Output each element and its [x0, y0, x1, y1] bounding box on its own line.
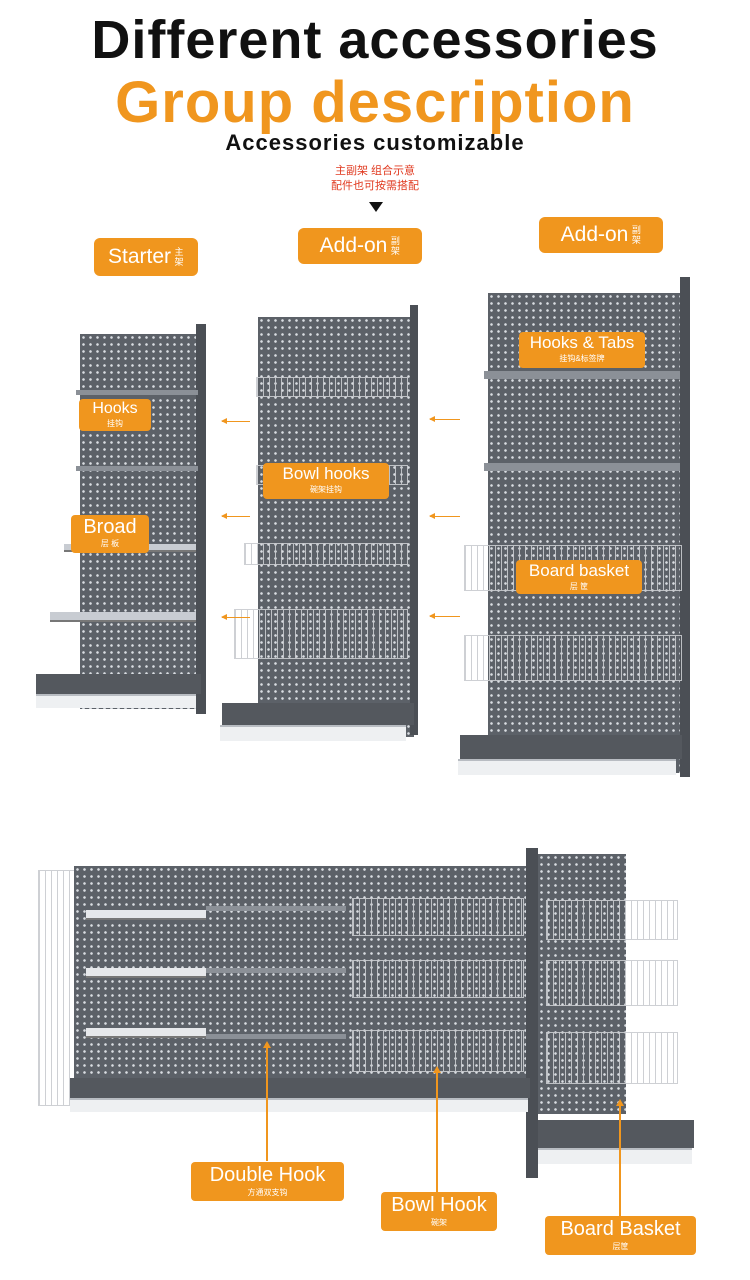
gondola-right-post	[526, 848, 538, 1178]
callout-hooks-en: Hooks	[92, 400, 138, 417]
down-arrow-icon	[369, 202, 383, 212]
arrow-left-icon	[429, 416, 460, 422]
starter-kickplate	[36, 694, 196, 708]
callout-hooks-cn: 挂钩	[107, 419, 123, 428]
callout-bowl-hooks: Bowl hooks 碗架挂钩	[263, 463, 389, 499]
tag-starter: Starter 主架	[94, 238, 198, 276]
gondola-bowl-rack-2	[352, 960, 524, 998]
gondola-board-basket-1	[546, 900, 678, 940]
tag-addon-2: Add-on 副架	[539, 217, 663, 253]
addon-2-kickplate	[458, 759, 676, 775]
starter-post	[196, 324, 206, 714]
arrow-left-icon	[429, 513, 460, 519]
label-board-basket-en: Board Basket	[560, 1218, 681, 1240]
tag-addon-1-side: 副架	[390, 236, 400, 256]
gondola-base	[70, 1078, 530, 1098]
label-board-basket: Board Basket 层筐	[545, 1216, 696, 1255]
label-bowl-hook: Bowl Hook 碗架	[381, 1192, 497, 1231]
addon-unit-1-illustration	[220, 303, 420, 771]
callout-hooks-tabs-cn: 挂钩&标签牌	[559, 354, 605, 363]
addon-1-post	[410, 305, 418, 735]
page-title: Different accessories	[91, 10, 659, 70]
gondola-double-hook-rail-2	[206, 968, 346, 973]
tag-addon-1-label: Add-on	[319, 234, 388, 257]
callout-board-basket-en: Board basket	[528, 561, 630, 580]
gondola-kickplate	[70, 1098, 528, 1112]
gondola-double-hook-rail-1	[206, 906, 346, 911]
callout-bowl-hooks-en: Bowl hooks	[282, 464, 370, 483]
label-bowl-hook-en: Bowl Hook	[391, 1194, 487, 1216]
arrow-left-icon	[429, 613, 460, 619]
callout-hooks-tabs-en: Hooks & Tabs	[529, 333, 635, 352]
tagline: Accessories customizable	[225, 130, 525, 155]
label-double-hook-cn: 方通双支钩	[247, 1188, 288, 1197]
note-line-1: 主副架 组合示意	[334, 165, 416, 177]
tag-starter-label: Starter	[107, 245, 172, 268]
tag-starter-side: 主架	[174, 247, 184, 267]
gondola-double-hook-rail-3	[206, 1034, 346, 1039]
gondola-board-basket-3	[546, 1032, 678, 1084]
addon-2-base	[460, 735, 682, 759]
tag-addon-2-side: 副架	[631, 225, 641, 245]
callout-hooks-tabs: Hooks & Tabs 挂钩&标签牌	[519, 332, 645, 368]
callout-broad: Broad 层 板	[71, 515, 149, 553]
callout-bowl-hooks-cn: 碗架挂钩	[310, 485, 342, 494]
pointer-bowl-hook	[433, 1066, 441, 1192]
gondola-shelf-1	[86, 910, 206, 920]
callout-board-basket: Board basket 层 筐	[516, 560, 642, 594]
label-double-hook: Double Hook 方通双支钩	[191, 1162, 344, 1201]
label-bowl-hook-cn: 碗架	[431, 1218, 447, 1227]
gondola-wire-end-panel	[38, 870, 76, 1106]
addon-1-bowl-rack-3	[244, 543, 408, 565]
addon-1-bowl-rack-1	[256, 377, 408, 397]
arrow-left-icon	[221, 614, 250, 620]
callout-broad-en: Broad	[83, 516, 137, 538]
gondola-board-basket-2	[546, 960, 678, 1006]
label-double-hook-en: Double Hook	[209, 1164, 326, 1186]
note-line-2: 配件也可按需搭配	[331, 180, 419, 192]
gondola-assembly-illustration	[30, 848, 698, 1178]
starter-hook-rail-2	[76, 466, 198, 471]
addon-1-base	[222, 703, 414, 725]
label-board-basket-cn: 层筐	[612, 1242, 629, 1251]
tag-addon-2-label: Add-on	[560, 223, 629, 246]
addon-1-kickplate	[220, 725, 406, 741]
callout-board-basket-cn: 层 筐	[569, 582, 589, 591]
starter-shelf-2	[50, 612, 196, 622]
arrow-left-icon	[221, 513, 250, 519]
pointer-board-basket	[616, 1099, 624, 1217]
page-subtitle: Group description	[115, 70, 635, 135]
callout-hooks: Hooks 挂钩	[79, 399, 151, 431]
pointer-double-hook	[263, 1041, 271, 1161]
gondola-shelf-2	[86, 968, 206, 978]
gondola-end-kickplate	[538, 1148, 692, 1164]
addon-unit-2-illustration	[458, 275, 690, 805]
arrow-left-icon	[221, 418, 250, 424]
gondola-end-base	[538, 1120, 694, 1148]
starter-hook-rail-1	[76, 390, 198, 395]
tag-addon-1: Add-on 副架	[298, 228, 422, 264]
callout-broad-cn: 层 板	[100, 539, 120, 548]
gondola-shelf-3	[86, 1028, 206, 1038]
addon-1-bowl-rack-4	[234, 609, 408, 659]
gondola-bowl-rack-1	[352, 898, 524, 936]
addon-2-tab-rail-1	[484, 371, 680, 379]
addon-2-post	[680, 277, 690, 777]
addon-2-tab-rail-2	[484, 463, 680, 471]
starter-base	[36, 674, 201, 694]
addon-2-basket-2	[464, 635, 682, 681]
